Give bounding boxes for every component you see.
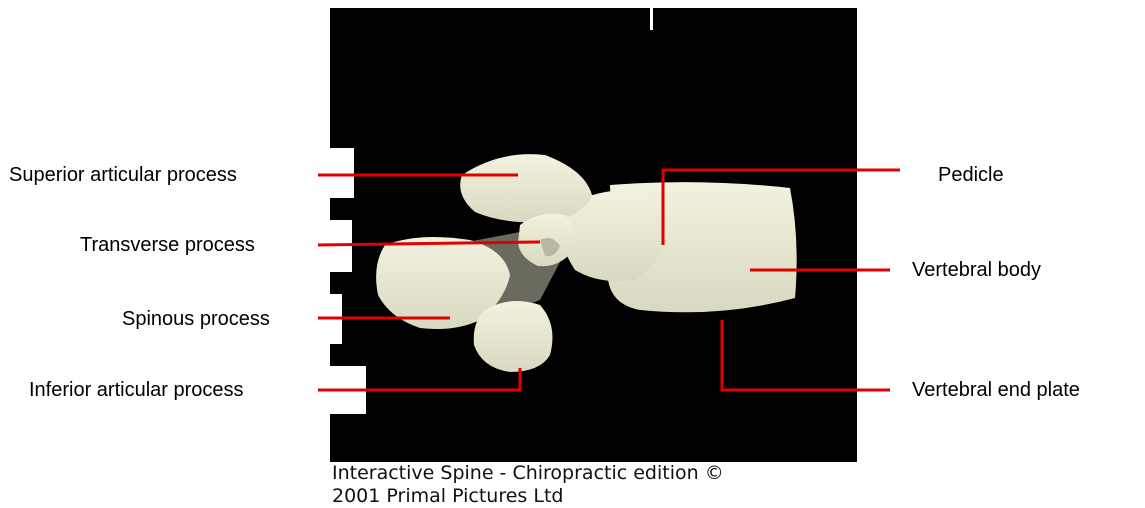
label-inferior-articular-process: Inferior articular process [29,378,244,402]
panel-notch [330,148,354,198]
label-transverse-process: Transverse process [80,233,255,257]
label-superior-articular-process: Superior articular process [9,163,237,187]
copyright-caption: Interactive Spine - Chiropractic edition… [332,462,724,508]
label-vertebral-end-plate: Vertebral end plate [912,378,1080,402]
caption-line-2: 2001 Primal Pictures Ltd [332,485,724,508]
caption-line-1: Interactive Spine - Chiropractic edition… [332,462,724,485]
inferior-articular-process-shape [474,301,553,372]
top-tick [650,8,653,30]
label-vertebral-body: Vertebral body [912,258,1041,282]
label-pedicle: Pedicle [938,163,1004,187]
label-spinous-process: Spinous process [122,307,270,331]
